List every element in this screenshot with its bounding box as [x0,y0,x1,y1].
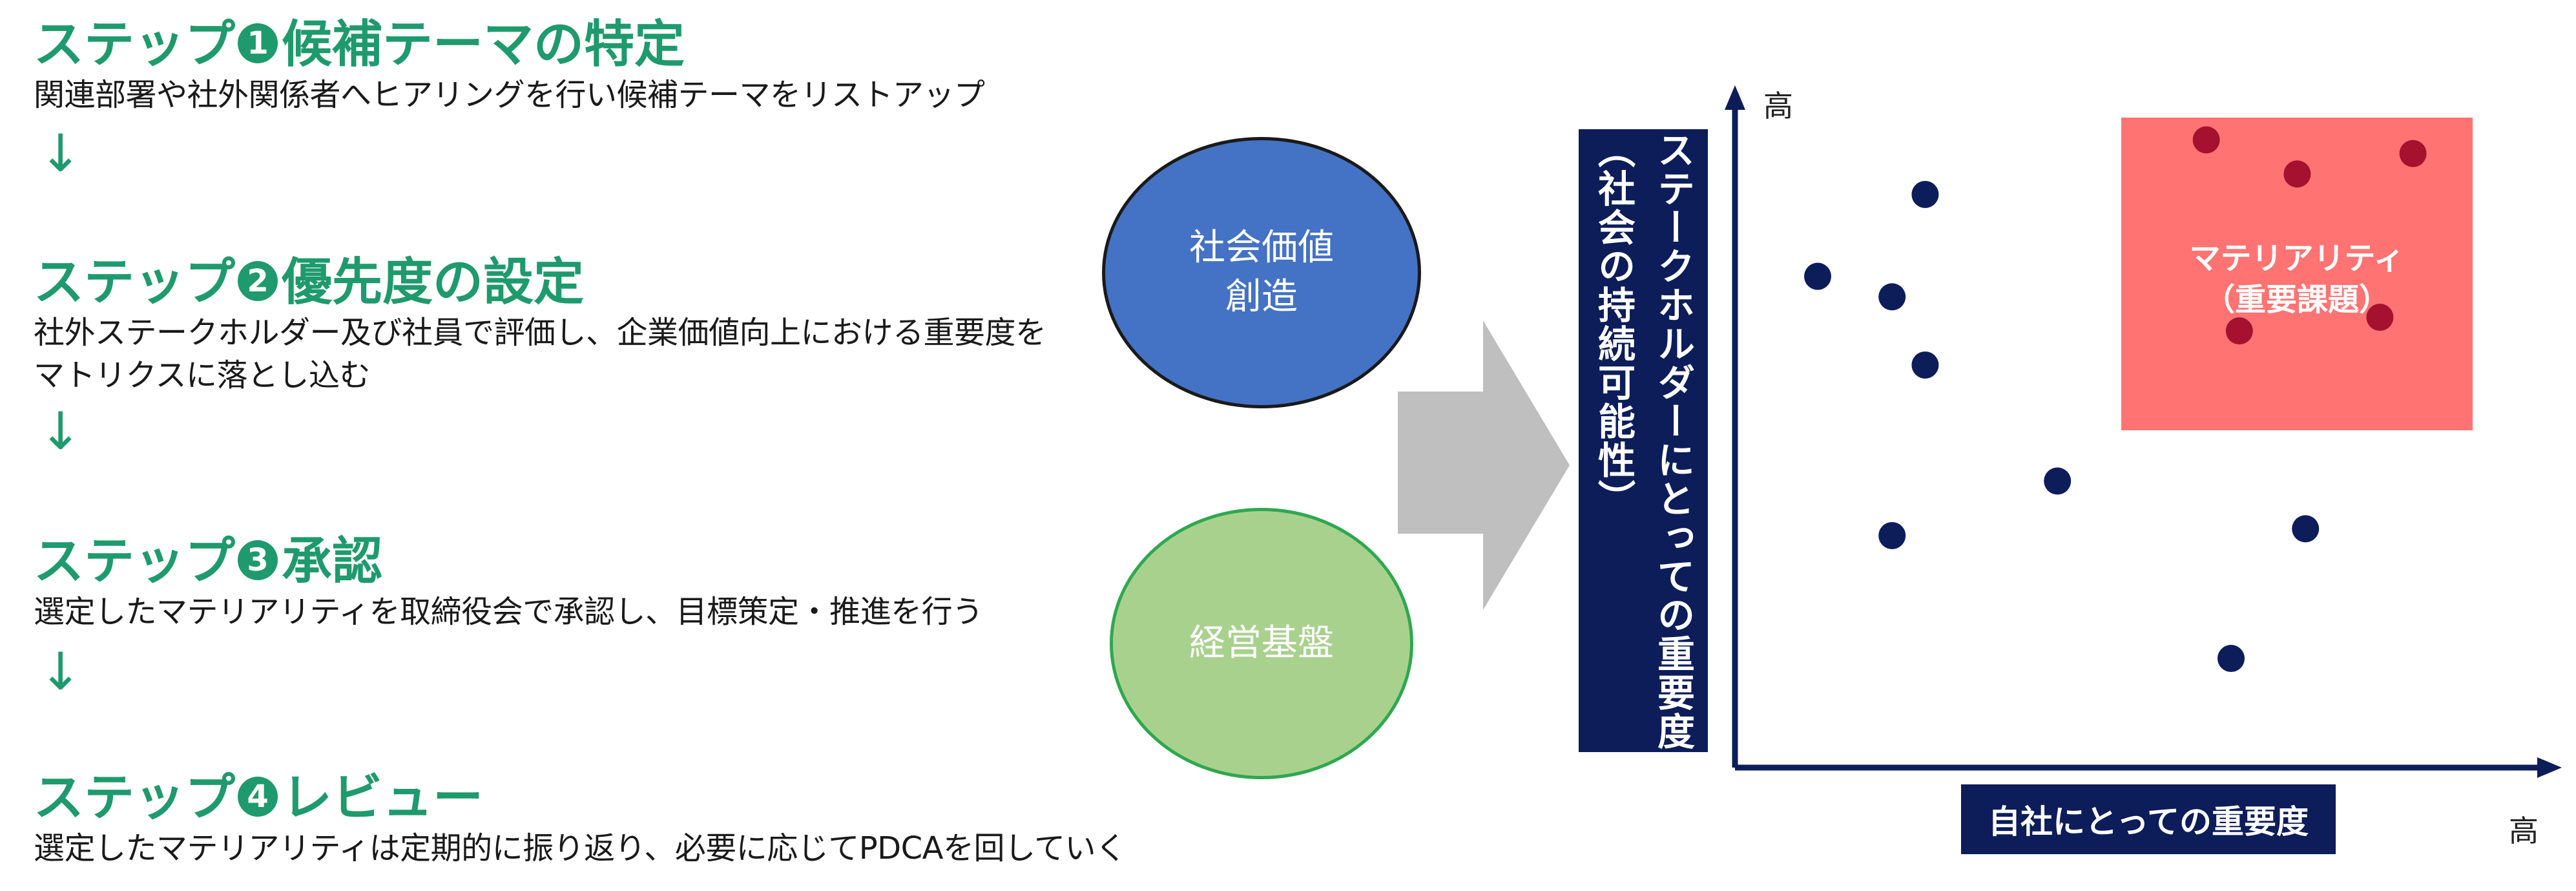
step-4: ステップ 4 レビュー 選定したマテリアリティは定期的に振り返り、必要に応じてP… [34,773,1127,870]
step-1-title: ステップ 1 候補テーマの特定 [34,19,985,70]
step-1-heading: 候補テーマの特定 [282,16,685,74]
y-axis-label: ステークホルダーにとっての重要度 （社会の持続可能性） [1584,131,1703,751]
step-1: ステップ 1 候補テーマの特定 関連部署や社外関係者へヒアリングを行い候補テーマ… [34,19,985,116]
y-axis-high-label: 高 [1763,89,1793,123]
step-2: ステップ 2 優先度の設定 社外ステークホルダー及び社員で評価し、企業価値向上に… [34,257,1046,397]
step-4-heading: レビュー [282,769,484,827]
theme-point-5 [1878,521,1906,549]
step-2-prefix: ステップ [34,253,236,311]
theme-point-4 [2044,467,2072,495]
theme-point-6 [2292,515,2320,543]
materiality-point-3 [2225,317,2253,345]
step-4-description: 選定したマテリアリティは定期的に振り返り、必要に応じてPDCAを回していく [34,830,1127,866]
step-3-heading: 承認 [282,532,383,591]
step-4-title: ステップ 4 レビュー [34,773,1127,823]
x-axis-high-label: 高 [2509,813,2539,848]
step-1-number: 1 [238,23,278,63]
step-1-description: 関連部署や社外関係者へヒアリングを行い候補テーマをリストアップ [34,77,985,113]
materiality-point-4 [2366,304,2394,331]
y-axis-label-box: ステークホルダーにとっての重要度 （社会の持続可能性） [1579,129,1708,752]
theme-point-1 [1911,180,1939,208]
theme-point-3 [1911,351,1939,379]
theme-point-7 [2218,645,2245,673]
materiality-point-2 [2399,140,2427,167]
y-axis-label-sub: （社会の持続可能性） [1592,131,1636,518]
step-arrow-1: ↓ [39,123,83,183]
step-3-number: 3 [238,540,278,580]
x-axis-label: 自社にとっての重要度 [1961,784,2336,854]
theme-point-0 [1804,262,1831,290]
step-1-prefix: ステップ [34,16,236,74]
step-2-title: ステップ 2 優先度の設定 [34,257,1046,308]
step-3-prefix: ステップ [34,532,236,591]
materiality-point-0 [2192,126,2220,154]
step-2-heading: 優先度の設定 [282,253,585,311]
step-2-description: 社外ステークホルダー及び社員で評価し、企業価値向上における重要度を マトリクスに… [34,315,1046,393]
y-axis-label-main: ステークホルダーにとっての重要度 [1651,131,1695,751]
theme-point-2 [1878,283,1906,311]
step-4-prefix: ステップ [34,769,236,827]
step-4-number: 4 [238,777,278,817]
materiality-label: マテリアリティ （重要課題） [2189,240,2405,318]
social-value-circle: 社会価値 創造 [1102,137,1421,408]
step-arrow-3: ↓ [39,642,83,702]
management-base-circle: 経営基盤 [1110,508,1413,779]
step-3-title: ステップ 3 承認 [34,536,983,587]
materiality-point-1 [2283,160,2311,188]
step-arrow-2: ↓ [39,401,83,461]
step-3-description: 選定したマテリアリティを取締役会で承認し、目標策定・推進を行う [34,594,983,630]
step-3: ステップ 3 承認 選定したマテリアリティを取締役会で承認し、目標策定・推進を行… [34,536,983,633]
step-2-number: 2 [238,261,278,301]
